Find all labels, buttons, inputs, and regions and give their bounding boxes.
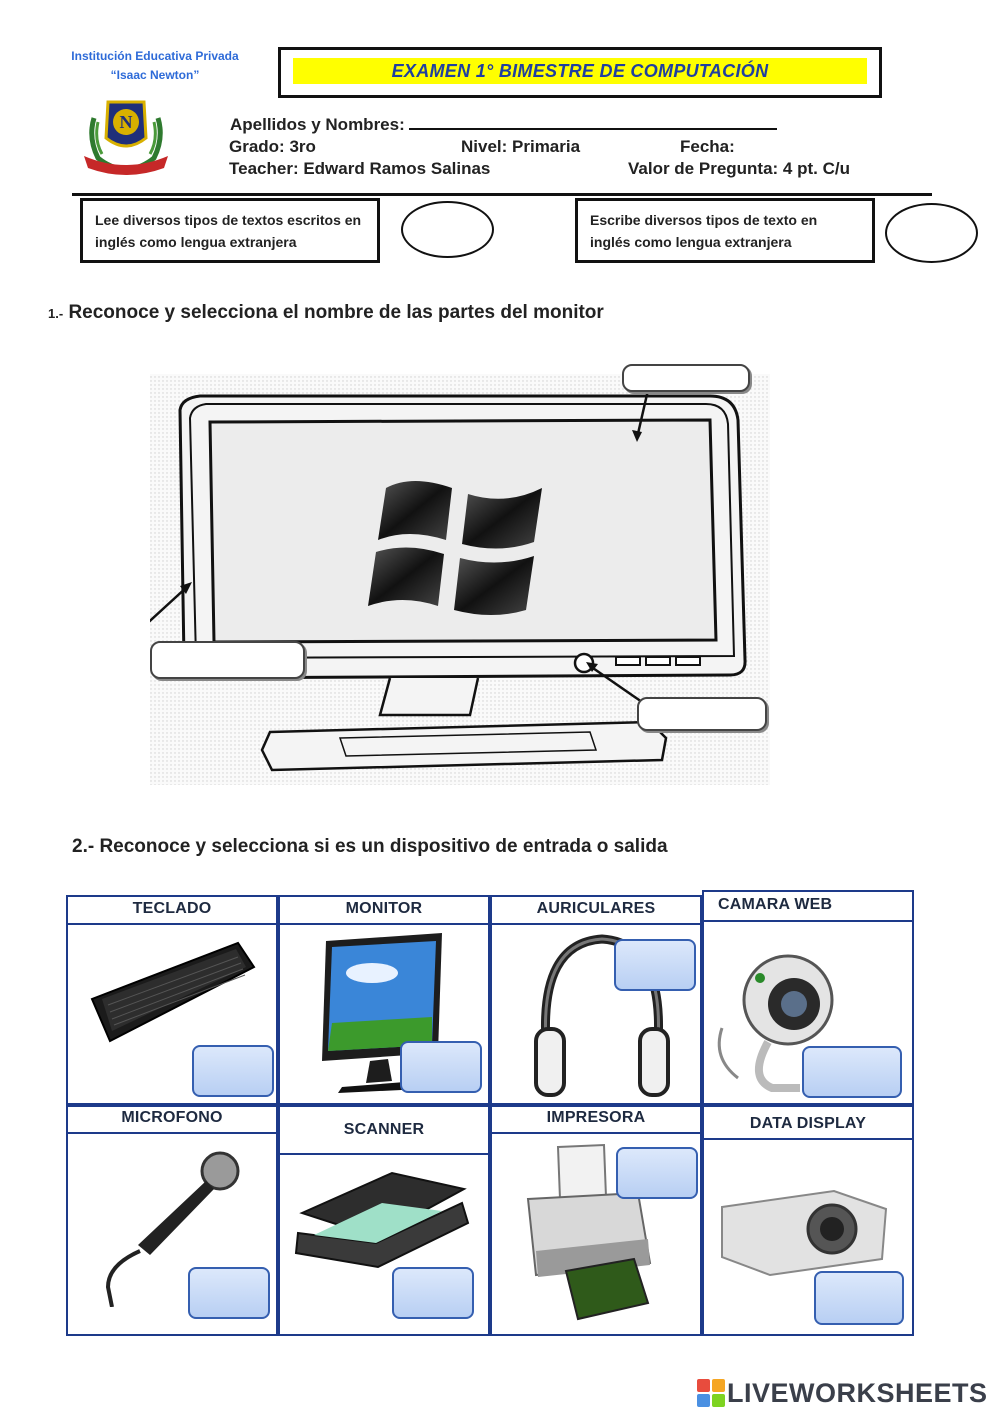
windows-logo-icon: [368, 481, 542, 615]
svg-text:N: N: [120, 112, 133, 132]
label-divider: [68, 1132, 276, 1134]
device-cell-webcam: CAMARA WEB: [702, 890, 914, 1105]
answer-drop-webcam[interactable]: [802, 1046, 902, 1098]
device-cell-scanner: SCANNER: [278, 1105, 490, 1336]
school-line-2: “Isaac Newton”: [110, 68, 200, 82]
exam-title: EXAMEN 1° BIMESTRE DE COMPUTACIÓN: [391, 60, 769, 81]
label-divider: [704, 1138, 912, 1140]
label-divider: [68, 923, 276, 925]
header-divider: [72, 193, 932, 196]
label-divider: [492, 923, 700, 925]
grade-text: Grado: 3ro: [229, 137, 316, 156]
names-label: Apellidos y Nombres:: [230, 115, 405, 134]
answer-drop-keyboard[interactable]: [192, 1045, 274, 1097]
microphone-icon: [105, 1151, 240, 1307]
device-cell-monitor: MONITOR: [278, 895, 490, 1105]
teacher-text: Teacher: Edward Ramos Salinas: [229, 159, 491, 178]
answer-drop-headphones[interactable]: [614, 939, 696, 991]
competency-writing-box: Escribe diversos tipos de texto en inglé…: [575, 198, 875, 263]
competency-reading-box: Lee diversos tipos de textos escritos en…: [80, 198, 380, 263]
answer-drop-microphone[interactable]: [188, 1267, 270, 1319]
school-line-1: Institución Educativa Privada: [71, 49, 239, 63]
answer-drop-printer[interactable]: [616, 1147, 698, 1199]
grade-oval-reading[interactable]: [401, 201, 494, 258]
answer-drop-scanner[interactable]: [392, 1267, 474, 1319]
scanner-icon: [294, 1171, 470, 1269]
question-1-text: Reconoce y selecciona el nombre de las p…: [68, 302, 604, 323]
answer-drop-projector[interactable]: [814, 1271, 904, 1325]
label-divider: [492, 1132, 700, 1134]
device-label: DATA DISPLAY: [749, 1115, 867, 1132]
device-label: IMPRESORA: [546, 1109, 646, 1126]
answer-box-power-button[interactable]: [637, 697, 767, 731]
level-text: Nivel: Primaria: [461, 137, 581, 156]
device-label: TECLADO: [132, 900, 212, 917]
names-row: Apellidos y Nombres:: [230, 115, 777, 135]
device-label: MONITOR: [345, 900, 423, 917]
webcam-icon: [717, 954, 834, 1092]
question-1: 1.- Reconoce y selecciona el nombre de l…: [48, 302, 604, 324]
school-name: Institución Educativa Privada “Isaac New…: [60, 47, 250, 85]
label-divider: [280, 1153, 488, 1155]
device-cell-keyboard: TECLADO: [66, 895, 278, 1105]
exam-title-band: EXAMEN 1° BIMESTRE DE COMPUTACIÓN: [293, 58, 867, 84]
device-label: SCANNER: [343, 1121, 425, 1138]
exam-title-box: EXAMEN 1° BIMESTRE DE COMPUTACIÓN: [278, 47, 882, 98]
school-crest-logo: N: [84, 100, 168, 175]
device-cell-printer: IMPRESORA: [490, 1105, 702, 1336]
device-cell-headphones: AURICULARES: [490, 895, 702, 1105]
question-1-number: 1.-: [48, 306, 64, 321]
device-cell-projector: DATA DISPLAY: [702, 1105, 914, 1336]
liveworksheets-brand: LIVEWORKSHEETS: [727, 1377, 988, 1408]
devices-grid: TECLADO MONITOR AURICULARES: [64, 890, 916, 1338]
label-divider: [704, 920, 912, 922]
device-cell-microphone: MICROFONO: [66, 1105, 278, 1336]
liveworksheets-icon: [697, 1379, 725, 1407]
answer-box-frame[interactable]: [150, 641, 305, 679]
device-label: AURICULARES: [536, 900, 656, 917]
competency-reading-text: Lee diversos tipos de textos escritos en…: [95, 212, 362, 250]
device-label: CAMARA WEB: [718, 896, 833, 913]
competency-writing-text: Escribe diversos tipos de texto en inglé…: [590, 212, 818, 250]
question-2: 2.- Reconoce y selecciona si es un dispo…: [72, 836, 668, 857]
projector-icon: [721, 1189, 888, 1277]
printer-icon: [526, 1143, 652, 1321]
keyboard-icon: [90, 941, 256, 1043]
date-label: Fecha:: [680, 137, 735, 156]
liveworksheets-logo: LIVEWORKSHEETS: [697, 1378, 988, 1408]
names-blank-line[interactable]: [408, 116, 777, 130]
grade-oval-writing[interactable]: [885, 203, 978, 263]
question-value-text: Valor de Pregunta: 4 pt. C/u: [628, 159, 850, 178]
label-divider: [280, 923, 488, 925]
answer-drop-monitor[interactable]: [400, 1041, 482, 1093]
device-label: MICROFONO: [121, 1109, 223, 1126]
answer-box-screen[interactable]: [622, 364, 750, 392]
